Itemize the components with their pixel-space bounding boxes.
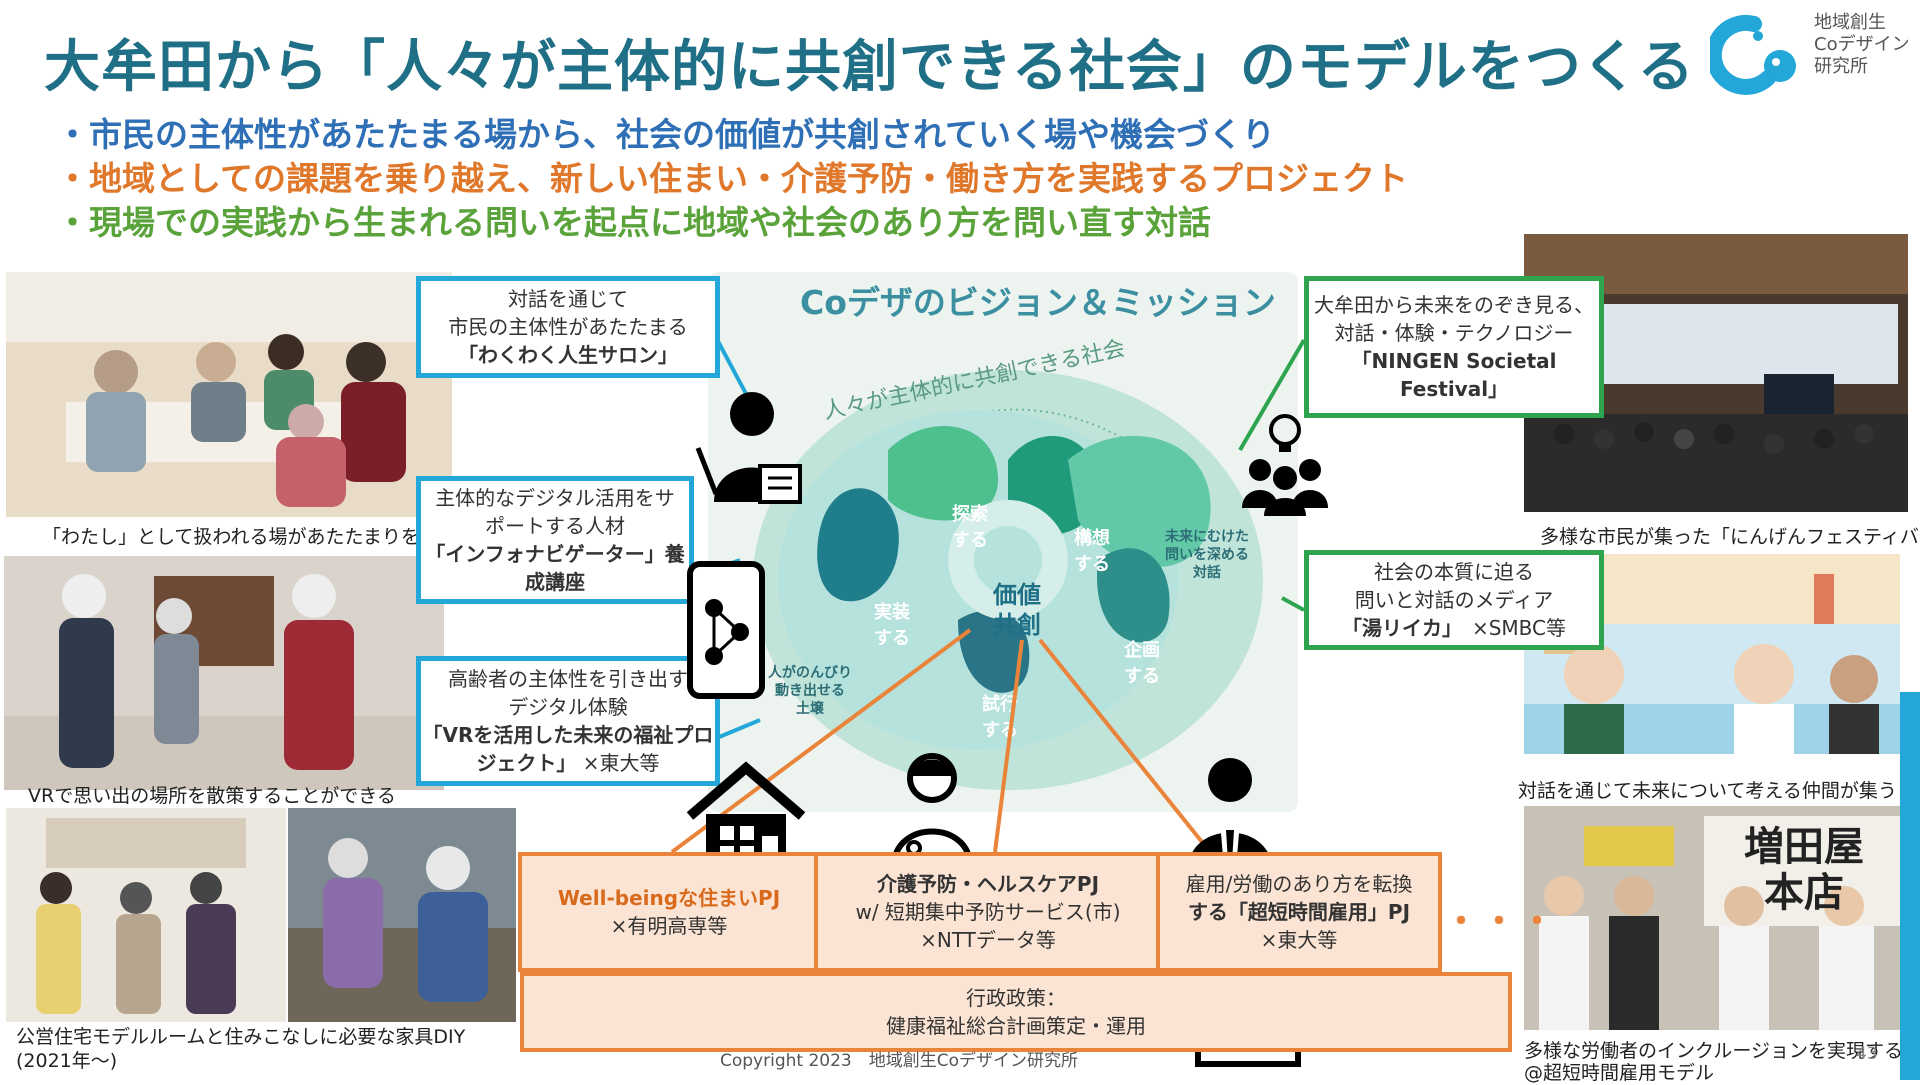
nurse-icon bbox=[884, 748, 980, 869]
caption-vr: VRで思い出の場所を散策することができる bbox=[28, 785, 396, 807]
copyright: Copyright 2023 地域創生Coデザイン研究所 bbox=[720, 1051, 1079, 1071]
vr-photo bbox=[4, 556, 444, 790]
housing-pj-name: Well-beingな住まいPJ bbox=[557, 886, 781, 910]
policy-line-1: 行政政策： bbox=[966, 986, 1066, 1010]
more-ellipsis: ・・・ bbox=[1444, 902, 1558, 942]
group-idea-icon bbox=[1230, 408, 1340, 518]
yureka-box: 社会の本質に迫る 問いと対話のメディア 「湯リイカ」 ×SMBC等 bbox=[1304, 550, 1604, 650]
caption-salon: 「わたし」として扱われる場があたたまりを生む bbox=[42, 526, 458, 548]
short-employment-box: 雇用/労働のあり方を転換 する「超短時間雇用」PJ ×東大等 bbox=[1156, 852, 1442, 972]
housing-partner: ×有明高専等 bbox=[610, 914, 728, 938]
yureka-line-1: 社会の本質に迫る bbox=[1374, 560, 1534, 584]
salon-line-1: 対話を通じて bbox=[508, 287, 628, 311]
vision-label-concept: 構想 する bbox=[1074, 528, 1110, 575]
employment-partner: ×東大等 bbox=[1260, 928, 1338, 952]
festival-line-2: 対話・体験・テクノロジー bbox=[1334, 321, 1574, 345]
vision-label-explore: 探索 する bbox=[952, 504, 988, 551]
vision-label-dialogue: 未来にむけた 問いを深める 対話 bbox=[1165, 529, 1249, 581]
vision-label-soil: 人がのんびり 動き出せる 土壌 bbox=[768, 665, 852, 717]
employment-line-1: 雇用/労働のあり方を転換 bbox=[1185, 872, 1413, 896]
bullet-3: ・現場での実践から生まれる問いを起点に地域や社会のあり方を問い直す対話 bbox=[56, 203, 1211, 242]
festival-line-1: 大牟田から未来をのぞき見る、 bbox=[1314, 293, 1594, 317]
policy-line-2: 健康福祉総合計画策定・運用 bbox=[886, 1014, 1146, 1038]
vr-line-1: 高齢者の主体性を引き出す bbox=[448, 667, 688, 691]
salon-name: 「わくわく人生サロン」 bbox=[458, 343, 678, 367]
vr-partner: ×東大等 bbox=[582, 751, 660, 775]
wellbeing-housing-box: Well-beingな住まいPJ ×有明高専等 bbox=[518, 852, 820, 972]
caption-online: 対話を通じて未来について考える仲間が集う bbox=[1518, 780, 1897, 802]
vr-line-2: デジタル体験 bbox=[508, 695, 628, 719]
bullet-2: ・地域としての課題を乗り越え、新しい住まい・介護予防・働き方を実践するプロジェク… bbox=[56, 159, 1409, 198]
smartphone-network-icon bbox=[686, 560, 766, 700]
salon-box: 対話を通じて 市民の主体性があたたまる 「わくわく人生サロン」 bbox=[416, 276, 720, 378]
teacher-icon bbox=[690, 384, 814, 512]
yureka-name: 「湯リイカ」 bbox=[1341, 616, 1452, 640]
page-number: 43 bbox=[1856, 1044, 1878, 1064]
caption-housing: 公営住宅モデルルームと住みこなしに必要な家具DIY bbox=[16, 1026, 466, 1048]
caption-workers: 多様な労働者のインクルージョンを実現する bbox=[1524, 1040, 1904, 1062]
employment-pj-name: する「超短時間雇用」PJ bbox=[1187, 900, 1411, 924]
salon-line-2: 市民の主体性があたたまる bbox=[448, 315, 688, 339]
vr-name: 「VRを活用した未来の福祉プロジェクト」 bbox=[422, 723, 714, 775]
salon-photo bbox=[6, 272, 452, 517]
ningen-festival-box: 大牟田から未来をのぞき見る、 対話・体験・テクノロジー 「NINGEN Soci… bbox=[1304, 276, 1604, 418]
yureka-line-2: 問いと対話のメディア bbox=[1354, 588, 1554, 612]
diy-photo bbox=[288, 808, 516, 1022]
care-service: w/ 短期集中予防サービス(市) bbox=[855, 900, 1121, 924]
info-nav-line-1: 主体的なデジタル活用をサ bbox=[435, 486, 675, 510]
vision-label-plan: 企画 する bbox=[1124, 640, 1160, 687]
vr-project-box: 高齢者の主体性を引き出す デジタル体験 「VRを活用した未来の福祉プロジェクト」… bbox=[416, 656, 720, 786]
info-navigator-box: 主体的なデジタル活用をサ ポートする人材 「インフォナビゲーター」養成講座 bbox=[416, 476, 694, 604]
info-nav-name: 「インフォナビゲーター」養成講座 bbox=[425, 542, 685, 594]
festival-name: 「NINGEN Societal Festival」 bbox=[1351, 349, 1557, 401]
care-prevention-box: 介護予防・ヘルスケアPJ w/ 短期集中予防サービス(市) ×NTTデータ等 bbox=[814, 852, 1162, 972]
shop-sign: 増田屋 本店 bbox=[1744, 823, 1864, 916]
caption-festival: 多様な市民が集った「にんげんフェスティバル」 bbox=[1540, 526, 1920, 548]
vision-center: 価値 共創 bbox=[993, 581, 1041, 639]
caption-housing-year: (2021年～) bbox=[16, 1050, 118, 1072]
logo-text: 地域創生 Coデザイン 研究所 bbox=[1814, 12, 1910, 77]
accent-bar bbox=[1900, 692, 1920, 1080]
page-title: 大牟田から「人々が主体的に共創できる社会」のモデルをつくる bbox=[44, 35, 1695, 100]
caption-workers-model: @超短時間雇用モデル bbox=[1524, 1062, 1715, 1084]
vision-title: Coデザのビジョン＆ミッション bbox=[800, 283, 1276, 322]
vision-label-implement: 実装 する bbox=[874, 602, 910, 649]
vision-diagram bbox=[753, 370, 1263, 790]
care-pj-name: 介護予防・ヘルスケアPJ bbox=[876, 872, 1100, 896]
bullet-1: ・市民の主体性があたたまる場から、社会の価値が共創されていく場や機会づくり bbox=[56, 115, 1276, 154]
policy-box: 行政政策： 健康福祉総合計画策定・運用 bbox=[520, 972, 1512, 1052]
housing-photo bbox=[6, 808, 286, 1022]
co-logo-icon bbox=[1705, 14, 1810, 96]
info-nav-line-2: ポートする人材 bbox=[485, 514, 625, 538]
workers-photo: 増田屋 本店 bbox=[1524, 806, 1900, 1030]
care-partner: ×NTTデータ等 bbox=[920, 928, 1056, 952]
online-dialogue-photo bbox=[1524, 554, 1900, 754]
yureka-partner: ×SMBC等 bbox=[1471, 616, 1567, 640]
